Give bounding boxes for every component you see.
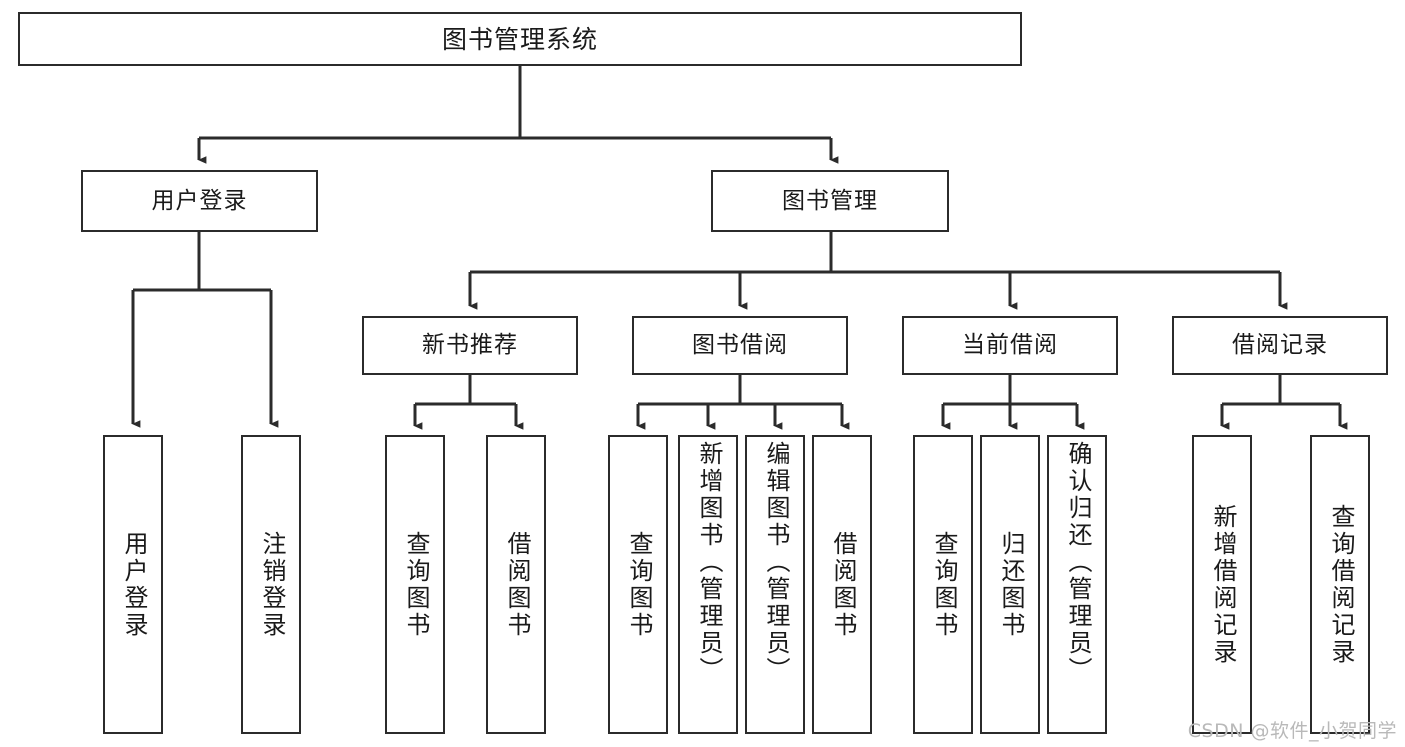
node-label: 归还图书 [996, 530, 1025, 639]
leaf-return-book[interactable]: 归还图书 [980, 435, 1040, 734]
leaf-query-book-current[interactable]: 查询图书 [913, 435, 973, 734]
leaf-borrow-book[interactable]: 借阅图书 [812, 435, 872, 734]
node-label: 注销登录 [257, 530, 286, 639]
leaf-query-book-recommend[interactable]: 查询图书 [385, 435, 445, 734]
node-label: 图书借阅 [692, 332, 788, 358]
node-label: 借阅图书 [502, 530, 531, 639]
leaf-add-borrow-record[interactable]: 新增借阅记录 [1192, 435, 1252, 734]
node-user-login[interactable]: 用户登录 [81, 170, 318, 232]
node-label: 图书管理系统 [441, 24, 598, 54]
node-label: 查询图书 [624, 530, 653, 639]
leaf-borrow-book-recommend[interactable]: 借阅图书 [486, 435, 546, 734]
node-label: 用户登录 [151, 187, 248, 214]
node-label: 查询借阅记录 [1326, 503, 1355, 666]
leaf-user-login[interactable]: 用户登录 [103, 435, 163, 734]
node-label: 借阅图书 [828, 530, 857, 639]
node-borrow-record[interactable]: 借阅记录 [1172, 316, 1388, 375]
node-label: 查询图书 [929, 530, 958, 639]
leaf-edit-book-admin[interactable]: 编辑图书（管理员） [745, 435, 805, 734]
node-label: 确认归还（管理员） [1063, 441, 1092, 684]
node-label: 图书管理 [782, 187, 878, 214]
watermark-text: CSDN @软件_小贺同学 [1187, 720, 1397, 742]
node-book-management[interactable]: 图书管理 [711, 170, 949, 232]
leaf-confirm-return-admin[interactable]: 确认归还（管理员） [1047, 435, 1107, 734]
node-current-borrow[interactable]: 当前借阅 [902, 316, 1118, 375]
node-label: 新书推荐 [422, 332, 518, 358]
leaf-query-borrow-record[interactable]: 查询借阅记录 [1310, 435, 1370, 734]
node-label: 新增借阅记录 [1208, 503, 1237, 666]
leaf-user-logout[interactable]: 注销登录 [241, 435, 301, 734]
node-label: 借阅记录 [1232, 332, 1328, 358]
leaf-query-book-borrow[interactable]: 查询图书 [608, 435, 668, 734]
node-root-book-management-system[interactable]: 图书管理系统 [18, 12, 1022, 66]
node-label: 当前借阅 [962, 332, 1058, 358]
node-new-book-recommend[interactable]: 新书推荐 [362, 316, 578, 375]
node-label: 查询图书 [401, 530, 430, 639]
node-label: 新增图书（管理员） [694, 441, 723, 684]
node-label: 编辑图书（管理员） [761, 441, 790, 684]
node-label: 用户登录 [119, 530, 148, 639]
node-book-borrow[interactable]: 图书借阅 [632, 316, 848, 375]
leaf-add-book-admin[interactable]: 新增图书（管理员） [678, 435, 738, 734]
